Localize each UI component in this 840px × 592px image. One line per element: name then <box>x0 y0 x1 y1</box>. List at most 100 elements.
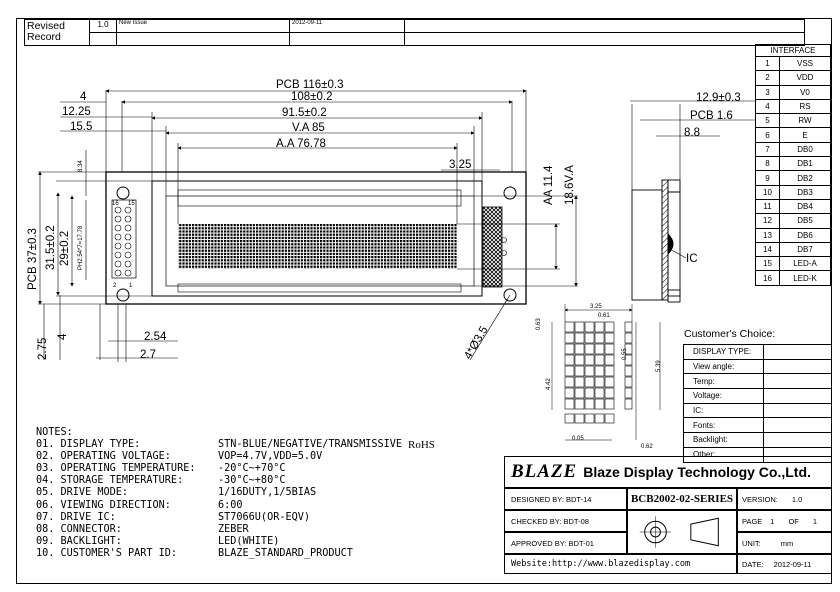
cell-dot <box>564 321 575 333</box>
cell-dot <box>574 332 585 344</box>
pin-pad <box>124 215 132 223</box>
pin-signal: DB1 <box>779 156 831 172</box>
note-item: 03. OPERATING TEMPERATURE:-20°C~+70°C <box>36 463 435 475</box>
cell-dot <box>604 321 615 333</box>
note-key: 08. CONNECTOR: <box>36 523 122 535</box>
note-item: 10. CUSTOMER'S PART ID:BLAZE_STANDARD_PR… <box>36 548 435 560</box>
pin-signal: DB2 <box>779 170 831 186</box>
pin-pad <box>124 269 132 277</box>
dim-aa-11-4: AA 11.4 <box>543 165 555 205</box>
unit-label: UNIT: <box>742 538 761 548</box>
choice-row: View angle: <box>683 358 832 375</box>
note-item: 02. OPERATING VOLTAGE:VOP=4.7V,VDD=5.0V <box>36 451 435 463</box>
dim-4: 4 <box>80 91 87 103</box>
dim-29: 29±0.2 <box>59 231 71 266</box>
pin-pad <box>114 206 122 214</box>
version-label: VERSION: <box>742 494 778 504</box>
designed-by: DESIGNED BY: BDT-14 <box>504 488 627 510</box>
bezel-outline <box>151 180 483 297</box>
cell-dot <box>604 387 615 399</box>
pin-signal: LED-K <box>779 270 831 286</box>
note-item: 05. DRIVE MODE: 1/16DUTY,1/5BIAS <box>36 487 435 499</box>
cell-dot <box>594 332 605 344</box>
pin-pad <box>114 224 122 232</box>
dim-15-5: 15.5 <box>70 121 92 133</box>
choice-row: Other: <box>683 446 832 463</box>
cell-dot <box>584 365 595 377</box>
cell-dot <box>604 376 615 388</box>
cell-dot <box>564 332 575 344</box>
cell-dot <box>584 343 595 355</box>
choice-label: View angle: <box>683 358 764 375</box>
rohs-mark: RoHS <box>408 439 435 452</box>
cursor-dot <box>594 413 605 424</box>
character-cell-detail <box>564 321 633 424</box>
pcb-outline <box>105 171 527 305</box>
pin-signal: DB0 <box>779 141 831 158</box>
choice-value <box>763 432 832 448</box>
choice-label: Other: <box>683 446 764 463</box>
choice-row: DISPLAY TYPE: <box>683 344 832 360</box>
cell-dot <box>574 321 585 333</box>
dim-holes: 4*Ø3.5 <box>462 324 490 361</box>
note-value: ZEBER <box>218 523 249 535</box>
cell-dot <box>564 354 575 366</box>
mount-hole <box>503 288 517 302</box>
pin-pad <box>114 269 122 277</box>
note-key: 05. DRIVE MODE: <box>36 487 129 499</box>
dim-12-25: 12.25 <box>62 106 91 118</box>
cell-dot <box>624 387 633 399</box>
cell-dot <box>574 354 585 366</box>
pin-signal: DB4 <box>779 198 831 215</box>
pin-pad <box>114 215 122 223</box>
note-key: 03. OPERATING TEMPERATURE: <box>36 463 196 475</box>
cell-4-42: 4.42 <box>546 378 552 390</box>
note-key: 10. CUSTOMER'S PART ID: <box>36 547 178 559</box>
choices-title: Customer's Choice: <box>684 328 776 340</box>
cursor-dot <box>574 413 585 424</box>
mount-hole <box>116 288 130 302</box>
pin-pad <box>124 260 132 268</box>
version-value: 1.0 <box>791 494 803 504</box>
active-area <box>178 224 457 269</box>
cell-dot <box>624 343 633 355</box>
date-value: 2012-09-11 <box>773 559 812 569</box>
pin-pad <box>114 260 122 268</box>
note-item: 08. CONNECTOR: ZEBER <box>36 524 435 536</box>
note-value: -30°C~+80°C <box>218 475 286 487</box>
note-value: VOP=4.7V,VDD=5.0V <box>218 451 323 463</box>
mount-hole <box>116 186 130 200</box>
note-value: LED(WHITE) <box>218 535 280 547</box>
pin-pad <box>114 242 122 250</box>
viewing-area <box>165 195 475 287</box>
choice-value <box>763 446 832 463</box>
pin-signal: E <box>779 127 831 143</box>
pin-pad <box>124 251 132 259</box>
date-label: DATE: <box>742 559 764 569</box>
customer-choice-table: DISPLAY TYPE:View angle:Temp:Voltage:IC:… <box>683 344 832 463</box>
note-key: 04. STORAGE TEMPERATURE: <box>36 475 184 487</box>
note-key: 07. DRIVE IC: <box>36 511 116 523</box>
notes: NOTES: 01. DISPLAY TYPE:STN-BLUE/NEGATIV… <box>36 427 435 560</box>
dim-aa-76-78: A.A 76.78 <box>276 138 326 150</box>
pin-signal: DB5 <box>779 213 831 229</box>
cell-dot <box>594 387 605 399</box>
cell-dot <box>574 387 585 399</box>
choice-row: Temp: <box>683 373 832 390</box>
pin-number: 6 <box>755 127 780 143</box>
pin-pad <box>124 206 132 214</box>
cell-dot <box>564 376 575 388</box>
note-value: 1/16DUTY,1/5BIAS <box>218 487 317 499</box>
dim-pcb-1-6: PCB 1.6 <box>690 110 733 122</box>
dim-pcb-width: PCB 116±0.3 <box>276 79 343 91</box>
choice-value <box>763 344 832 360</box>
choice-value <box>763 373 832 390</box>
pin-pad <box>114 251 122 259</box>
model-number: BCB2002-02-SERIES <box>627 488 737 510</box>
